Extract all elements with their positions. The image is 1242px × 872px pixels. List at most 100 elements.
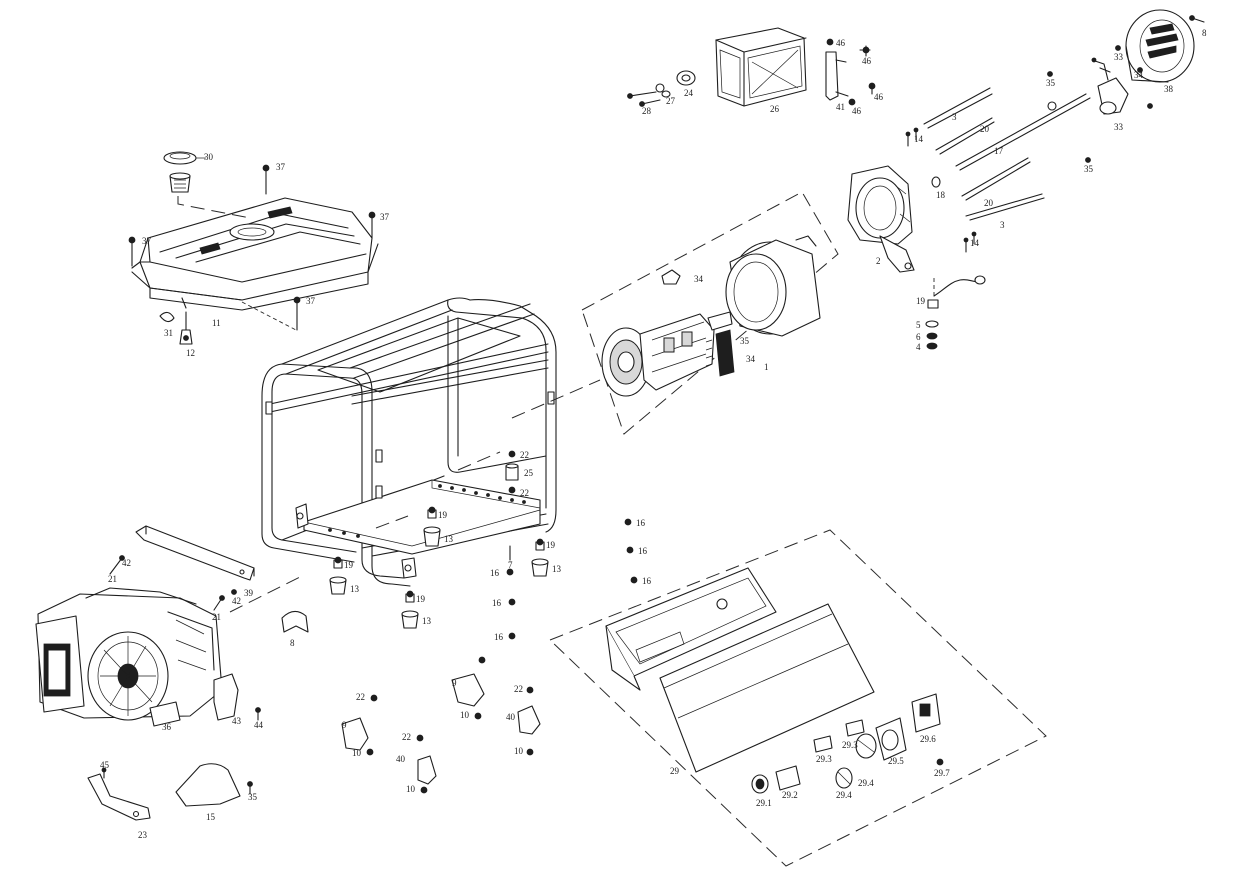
callout-label: 37 xyxy=(142,236,152,246)
callout-label: 25 xyxy=(524,468,534,478)
panel-components xyxy=(751,693,944,794)
callout-label: 13 xyxy=(444,534,454,544)
callout-label: 8 xyxy=(290,638,295,648)
callout-label: 46 xyxy=(874,92,884,102)
callout-label: 16 xyxy=(490,568,500,578)
rotor xyxy=(601,311,733,397)
callout-label: 22 xyxy=(514,684,523,694)
frame xyxy=(261,297,557,587)
control-box xyxy=(605,567,777,691)
callout-label: 22 xyxy=(520,450,529,460)
callout-label: 12 xyxy=(186,348,195,358)
callout-label: 33 xyxy=(1114,122,1124,132)
engine-bolts xyxy=(109,555,261,795)
part-labels: 30 37 37 37 37 11 31 12 28 27 24 26 41 4… xyxy=(100,28,1207,840)
hose-clamp xyxy=(159,311,175,323)
callout-label: 14 xyxy=(970,238,980,248)
callout-label: 16 xyxy=(494,632,504,642)
panel-face xyxy=(659,603,875,773)
callout-label: 10 xyxy=(352,748,362,758)
callout-label: 20 xyxy=(980,124,990,134)
callout-label: 29.6 xyxy=(920,734,936,744)
callout-label: 46 xyxy=(852,106,862,116)
callout-label: 22 xyxy=(520,488,529,498)
fuel-strainer xyxy=(169,172,191,193)
callout-label: 40 xyxy=(506,712,516,722)
callout-label: 13 xyxy=(552,564,562,574)
bolt-46 xyxy=(826,38,876,106)
through-bolts xyxy=(923,87,1091,221)
callout-label: 4 xyxy=(916,342,921,352)
callout-label: 19 xyxy=(438,510,448,520)
muffler-heat-shield xyxy=(281,610,309,633)
callout-label: 13 xyxy=(422,616,432,626)
callout-label: 35 xyxy=(248,792,258,802)
callout-label: 1 xyxy=(764,362,769,372)
callout-label: 3 xyxy=(1000,220,1005,230)
callout-label: 37 xyxy=(380,212,390,222)
callout-label: 2 xyxy=(876,256,881,266)
callout-label: 16 xyxy=(642,576,652,586)
callout-label: 40 xyxy=(396,754,406,764)
callout-label: 6 xyxy=(916,332,921,342)
callout-label: 29.3 xyxy=(816,754,832,764)
muffler-bracket xyxy=(825,51,849,101)
callout-label: 14 xyxy=(914,134,924,144)
callout-label: 29.2 xyxy=(782,790,798,800)
callout-label: 29.7 xyxy=(934,768,950,778)
callout-label: 16 xyxy=(638,546,648,556)
callout-label: 19 xyxy=(546,540,556,550)
callout-label: 9 xyxy=(452,678,457,688)
fuel-valve xyxy=(179,311,193,345)
callout-label: 13 xyxy=(350,584,360,594)
callout-label: 7 xyxy=(508,560,513,570)
callout-label: 3 xyxy=(952,112,957,122)
tank-bolt xyxy=(128,164,376,331)
callout-label: 36 xyxy=(162,722,172,732)
gasket-ring xyxy=(627,70,696,107)
callout-label: 22 xyxy=(356,692,365,702)
nuts-16 xyxy=(506,518,638,640)
callout-label: 27 xyxy=(666,96,676,106)
callout-label: 29.4 xyxy=(836,790,852,800)
fan-cover xyxy=(1125,9,1195,83)
washer-18 xyxy=(931,176,941,188)
callout-label: 23 xyxy=(138,830,148,840)
callout-label: 29.5 xyxy=(888,756,904,766)
callout-label: 16 xyxy=(636,518,646,528)
callout-label: 44 xyxy=(254,720,264,730)
muffler-cover xyxy=(715,27,807,107)
brush-holder xyxy=(705,329,735,377)
callout-label: 19 xyxy=(416,594,426,604)
callout-label: 10 xyxy=(460,710,470,720)
callout-label: 21 xyxy=(108,574,117,584)
engine-mount-feet xyxy=(341,656,541,794)
callout-label: 16 xyxy=(492,598,502,608)
callout-label: 33 xyxy=(1114,52,1124,62)
callout-label: 29 xyxy=(670,766,680,776)
callout-label: 34 xyxy=(1134,70,1144,80)
callout-label: 9 xyxy=(342,720,347,730)
callout-label: 20 xyxy=(984,198,994,208)
callout-label: 46 xyxy=(862,56,872,66)
fuel-cap xyxy=(163,151,206,165)
fuel-tank xyxy=(131,197,379,311)
callout-label: 30 xyxy=(204,152,214,162)
callout-label: 17 xyxy=(994,146,1004,156)
callout-label: 37 xyxy=(276,162,286,172)
callout-label: 10 xyxy=(514,746,524,756)
callout-label: 22 xyxy=(402,732,411,742)
cover-screws xyxy=(1115,15,1205,109)
callout-label: 42 xyxy=(122,558,131,568)
callout-label: 5 xyxy=(916,320,921,330)
callout-label: 38 xyxy=(1164,84,1174,94)
rubber-mounts xyxy=(329,450,549,629)
callout-label: 10 xyxy=(406,784,416,794)
stator xyxy=(725,235,821,337)
heat-shield-15 xyxy=(175,763,241,807)
callout-label: 29.1 xyxy=(756,798,772,808)
callout-label: 35 xyxy=(740,336,750,346)
exhaust-bracket xyxy=(87,767,151,821)
callout-label: 31 xyxy=(164,328,173,338)
